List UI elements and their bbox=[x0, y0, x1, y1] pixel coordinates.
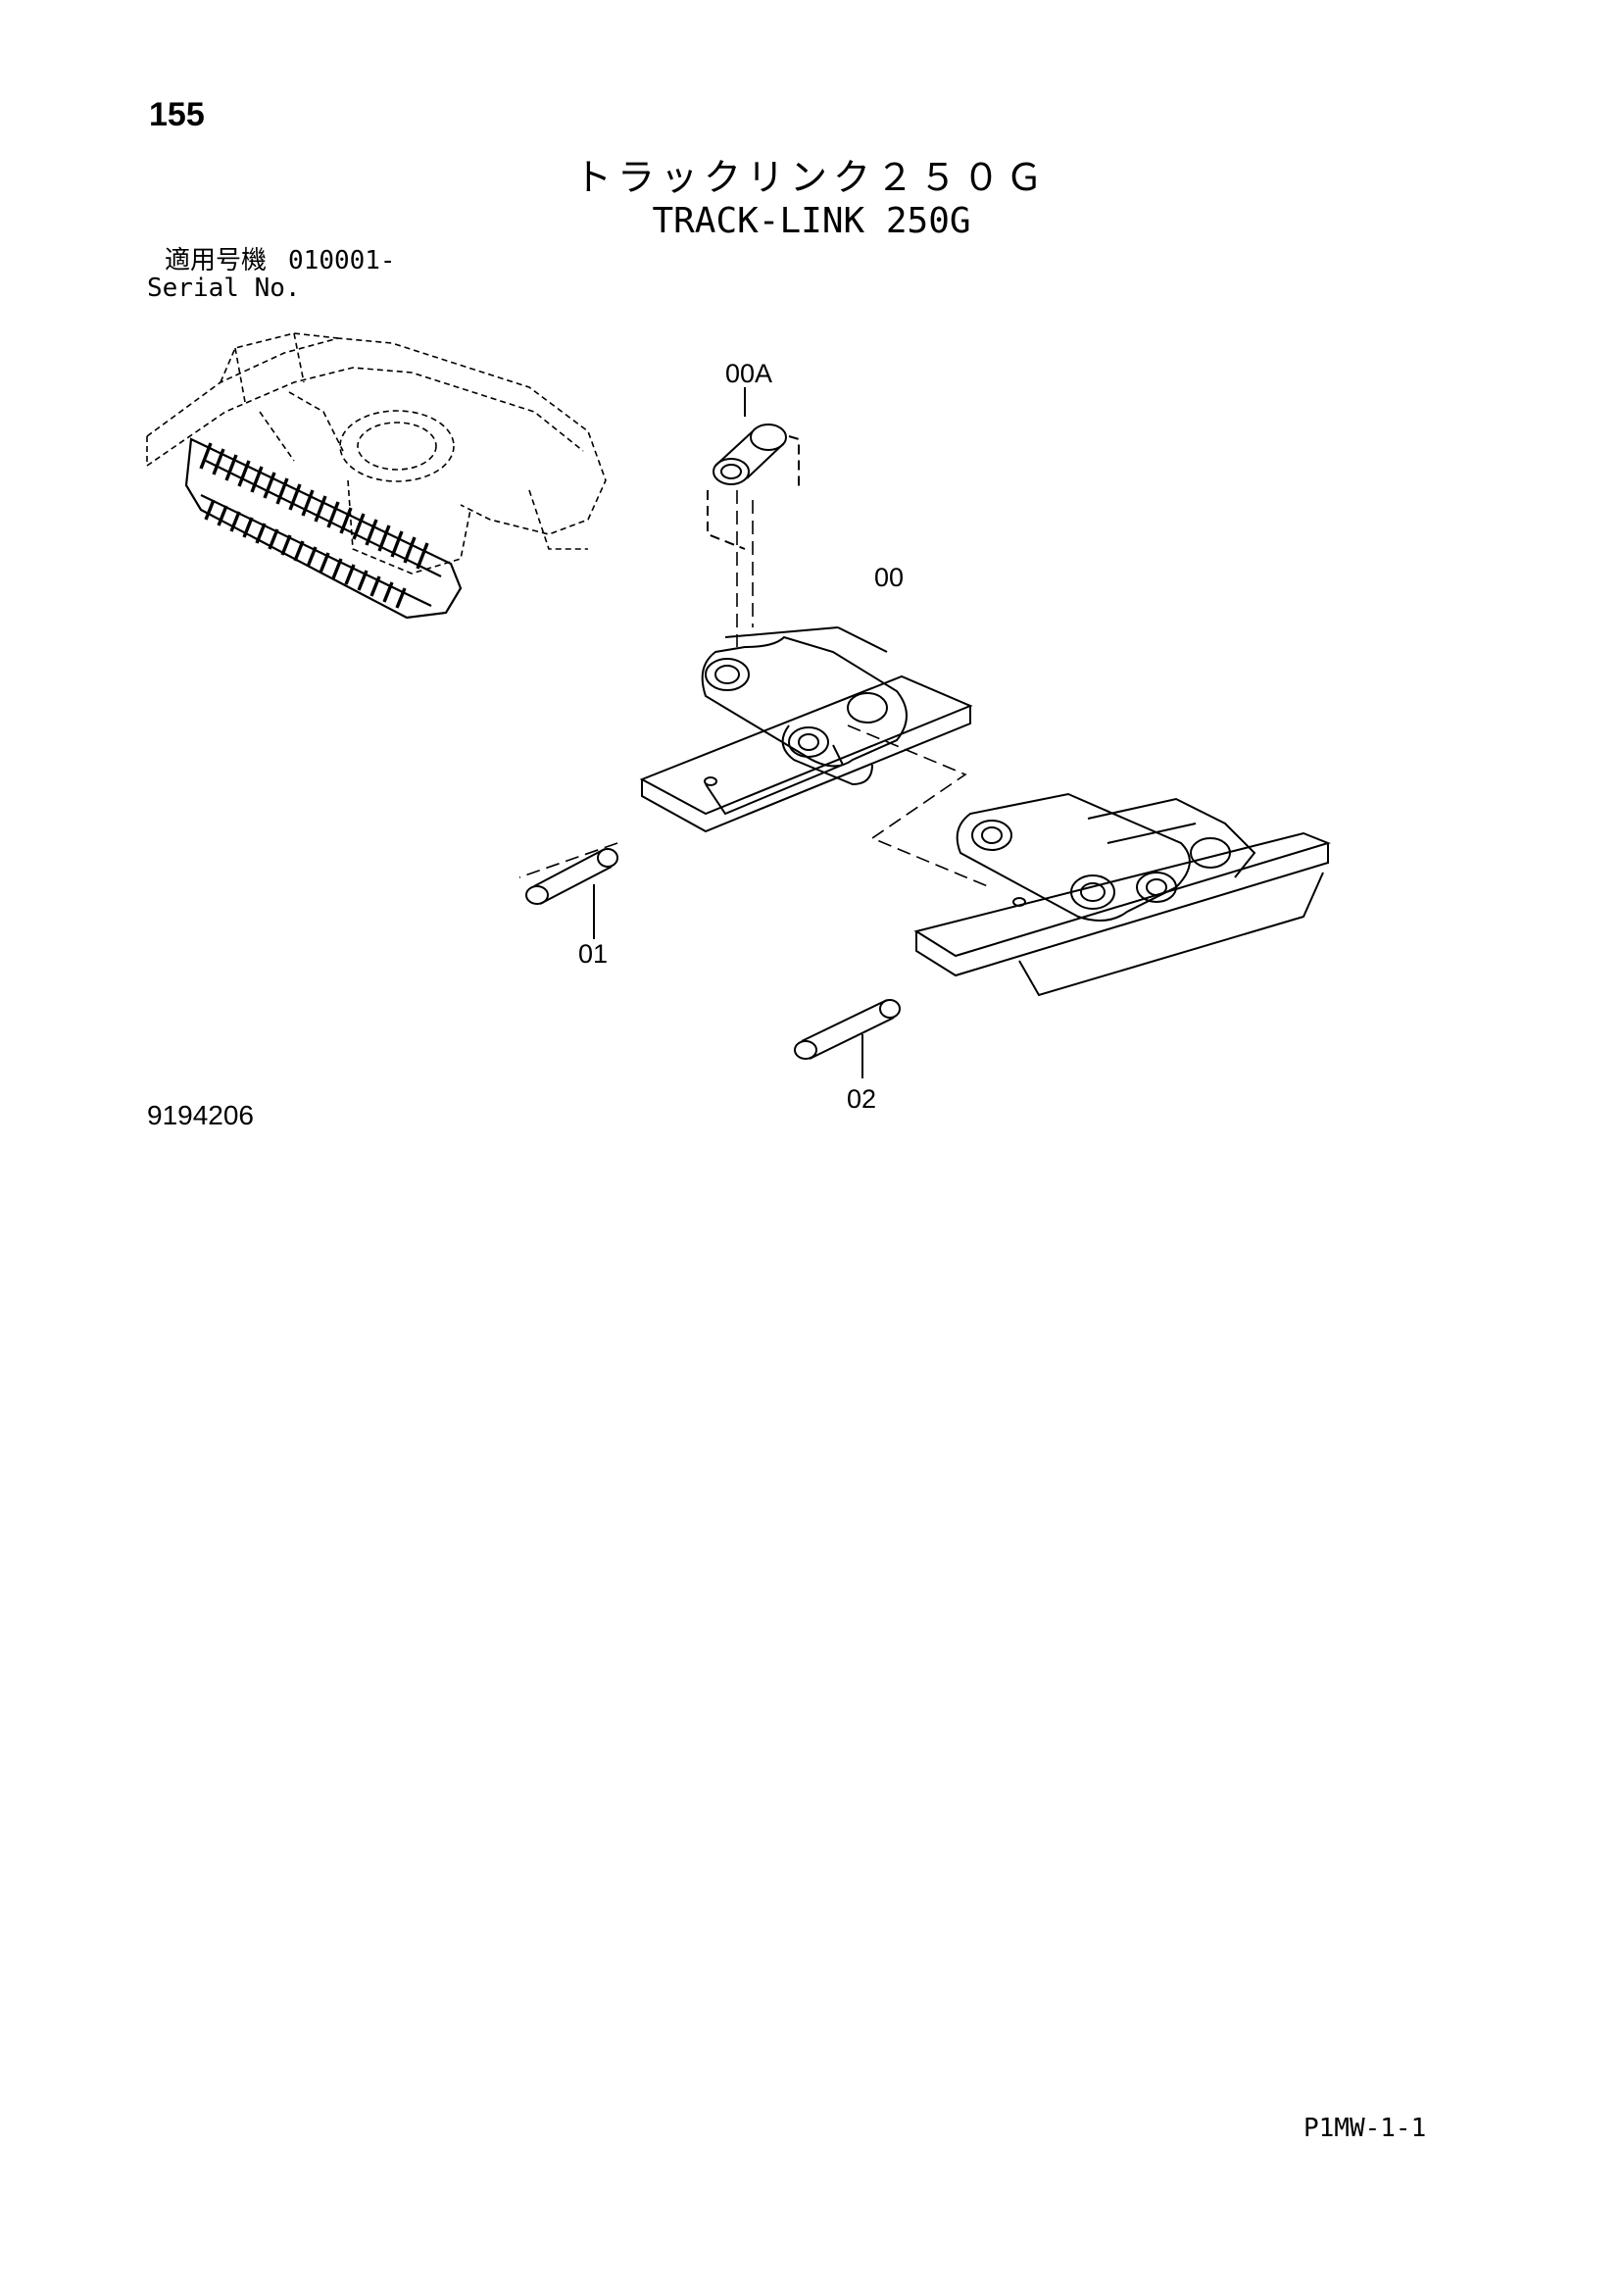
callout-02: 02 bbox=[847, 1084, 877, 1114]
track-link-assembly bbox=[639, 626, 973, 833]
serial-label-en: Serial No. bbox=[147, 274, 301, 303]
pin-part-b bbox=[794, 999, 901, 1078]
serial-line-jp: 適用号機 010001- bbox=[147, 247, 396, 275]
page-number: 155 bbox=[149, 96, 205, 133]
serial-range: 010001- bbox=[288, 246, 396, 275]
title-japanese: トラックリンク２５０Ｇ bbox=[573, 156, 1049, 199]
drawing-number: 9194206 bbox=[147, 1100, 255, 1130]
track-link-assembly-second bbox=[913, 792, 1332, 997]
page-code: P1MW-1-1 bbox=[1303, 2114, 1427, 2143]
callout-00: 00 bbox=[874, 563, 905, 592]
undercarriage-thumbnail bbox=[146, 332, 607, 620]
bushing-part bbox=[707, 387, 800, 550]
serial-label-jp: 適用号機 bbox=[165, 246, 268, 275]
title-english: TRACK-LINK 250G bbox=[652, 201, 971, 241]
callout-00A: 00A bbox=[725, 359, 773, 388]
callout-01: 01 bbox=[578, 939, 609, 969]
pin-part-a bbox=[525, 848, 618, 939]
serial-block: 適用号機 010001- Serial No. bbox=[147, 247, 396, 302]
exploded-guide-lines bbox=[518, 490, 991, 888]
exploded-parts-diagram bbox=[146, 332, 1332, 1078]
